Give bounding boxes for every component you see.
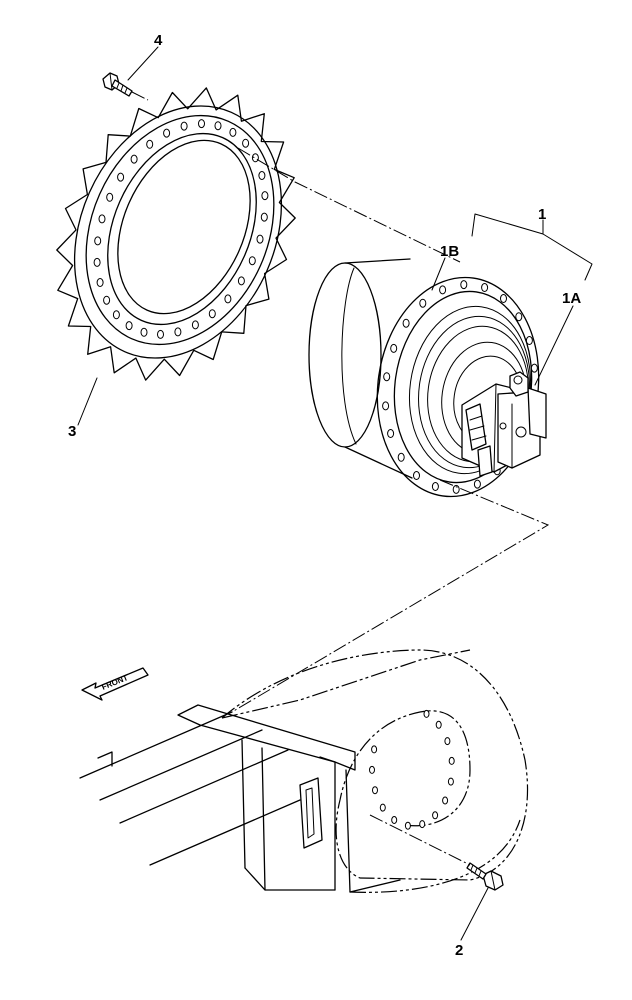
sprocket-bolt-hole	[94, 236, 102, 246]
flange-bolt-hole	[473, 479, 481, 489]
sprocket-bolt-hole	[256, 234, 264, 244]
flange-bolt-hole	[383, 372, 391, 382]
frame-bolt-hole	[447, 777, 454, 786]
flange-bolt-hole	[382, 401, 390, 411]
callout-1: 1	[538, 206, 546, 223]
frame-bolt-hole	[371, 745, 378, 754]
flange-bolt-hole	[460, 280, 468, 290]
flange-bolt-hole	[419, 298, 427, 308]
sprocket-bolt-hole	[198, 119, 205, 129]
center-line-frame	[231, 479, 550, 713]
frame-bolt-hole	[404, 821, 411, 830]
leader-lines	[77, 46, 593, 941]
flange-bolt-hole	[515, 312, 523, 322]
sprocket-bolt-hole	[261, 191, 269, 201]
frame-bolt-hole	[432, 811, 439, 820]
callout-4: 4	[154, 32, 163, 49]
sprocket-bolt-hole	[229, 127, 237, 137]
callout-3: 3	[68, 423, 76, 440]
center-line-bolt-2	[369, 814, 471, 866]
center-line-sprocket	[237, 147, 461, 263]
frame-bolt-hole	[372, 786, 378, 795]
sprocket-bolt-hole	[130, 154, 138, 164]
sprocket-bolt-4	[102, 72, 133, 97]
sprocket-bolt-hole	[224, 294, 232, 304]
sprocket-bolt-hole	[125, 321, 133, 331]
flange-bolt-hole	[402, 318, 410, 328]
frame-bolt-hole	[435, 720, 442, 729]
front-direction-arrow: FRONT	[81, 667, 149, 701]
hydraulic-motor-1A	[461, 371, 547, 477]
flange-bolt-hole	[387, 429, 395, 438]
flange-bolt-hole	[481, 283, 489, 292]
sprocket-bolt-hole	[242, 138, 250, 148]
travel-device-1	[308, 258, 547, 498]
frame-bolt-hole	[379, 803, 386, 812]
sprocket-bolt-hole	[191, 320, 199, 330]
flange-bolt-hole	[452, 484, 460, 494]
flange-bolt-hole	[431, 482, 439, 491]
frame-bolt-hole	[442, 796, 449, 805]
flange-bolt-hole	[413, 471, 420, 480]
frame-bolt-hole	[391, 816, 398, 824]
sprocket-bolt-hole	[140, 327, 148, 337]
reducer-drum-1B	[308, 258, 413, 479]
callout-1B: 1B	[440, 243, 459, 260]
flange-bolt-hole	[397, 452, 405, 462]
sprocket-bolt-hole	[214, 121, 222, 131]
sprocket-bolt-hole	[258, 171, 266, 180]
sprocket-bolt-hole	[260, 212, 268, 222]
sprocket-bolt-hole	[93, 257, 101, 267]
frame-bolt-2	[466, 862, 504, 891]
callout-1A: 1A	[562, 290, 581, 307]
frame-bolt-hole	[448, 756, 455, 765]
center-line-bolt-4	[131, 91, 149, 101]
sprocket-bolt-hole	[251, 153, 259, 163]
flange-bolt-hole	[530, 363, 538, 373]
sprocket-3	[56, 87, 296, 381]
sprocket-bolt-hole	[163, 128, 171, 138]
frame-bolt-hole	[444, 737, 451, 746]
sprocket-bolt-hole	[98, 214, 106, 224]
sprocket-bolt-hole	[96, 278, 104, 287]
frame-bolt-hole	[419, 820, 426, 829]
frame-bolt-hole	[369, 765, 375, 774]
sprocket-bolt-hole	[174, 327, 182, 337]
flange-bolt-hole	[390, 343, 398, 353]
sprocket-bolt-hole	[117, 172, 125, 182]
callout-2: 2	[455, 942, 463, 959]
sprocket-bolt-hole	[146, 139, 154, 149]
frame-bolt-hole	[423, 709, 430, 718]
sprocket-bolt-hole	[157, 329, 164, 339]
sprocket-bolt-hole	[180, 121, 188, 131]
sprocket-bolt-hole	[248, 256, 256, 266]
sprocket-bolt-hole	[106, 192, 114, 202]
sprocket-bolt-hole	[103, 295, 111, 305]
track-frame	[79, 649, 529, 893]
flange-bolt-hole	[439, 285, 447, 295]
flange-bolt-hole	[525, 336, 533, 345]
sprocket-bolt-hole	[237, 276, 245, 286]
flange-bolt-hole	[500, 294, 507, 303]
sprocket-bolt-hole	[112, 310, 120, 320]
sprocket-bolt-hole	[208, 309, 216, 319]
